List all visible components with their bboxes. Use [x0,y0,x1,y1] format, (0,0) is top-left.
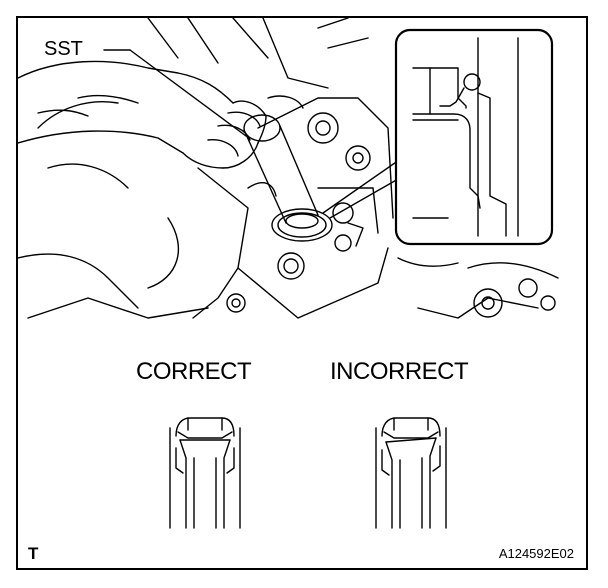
incorrect-seal-diagram [375,417,447,529]
correct-label: CORRECT [136,358,252,385]
corner-mark: T [28,544,39,563]
correct-seal-diagram [169,417,241,529]
sst-label: SST [44,38,83,60]
figure-id: A124592E02 [498,546,574,561]
illustration [18,18,559,529]
sst-tool [243,114,333,242]
incorrect-label: INCORRECT [330,358,469,385]
transmission-case [18,18,559,319]
seal-detail-box [394,28,554,246]
hand [18,60,277,197]
diagram-frame: SST CORRECT INCORRECT T A124592E02 [16,16,588,570]
